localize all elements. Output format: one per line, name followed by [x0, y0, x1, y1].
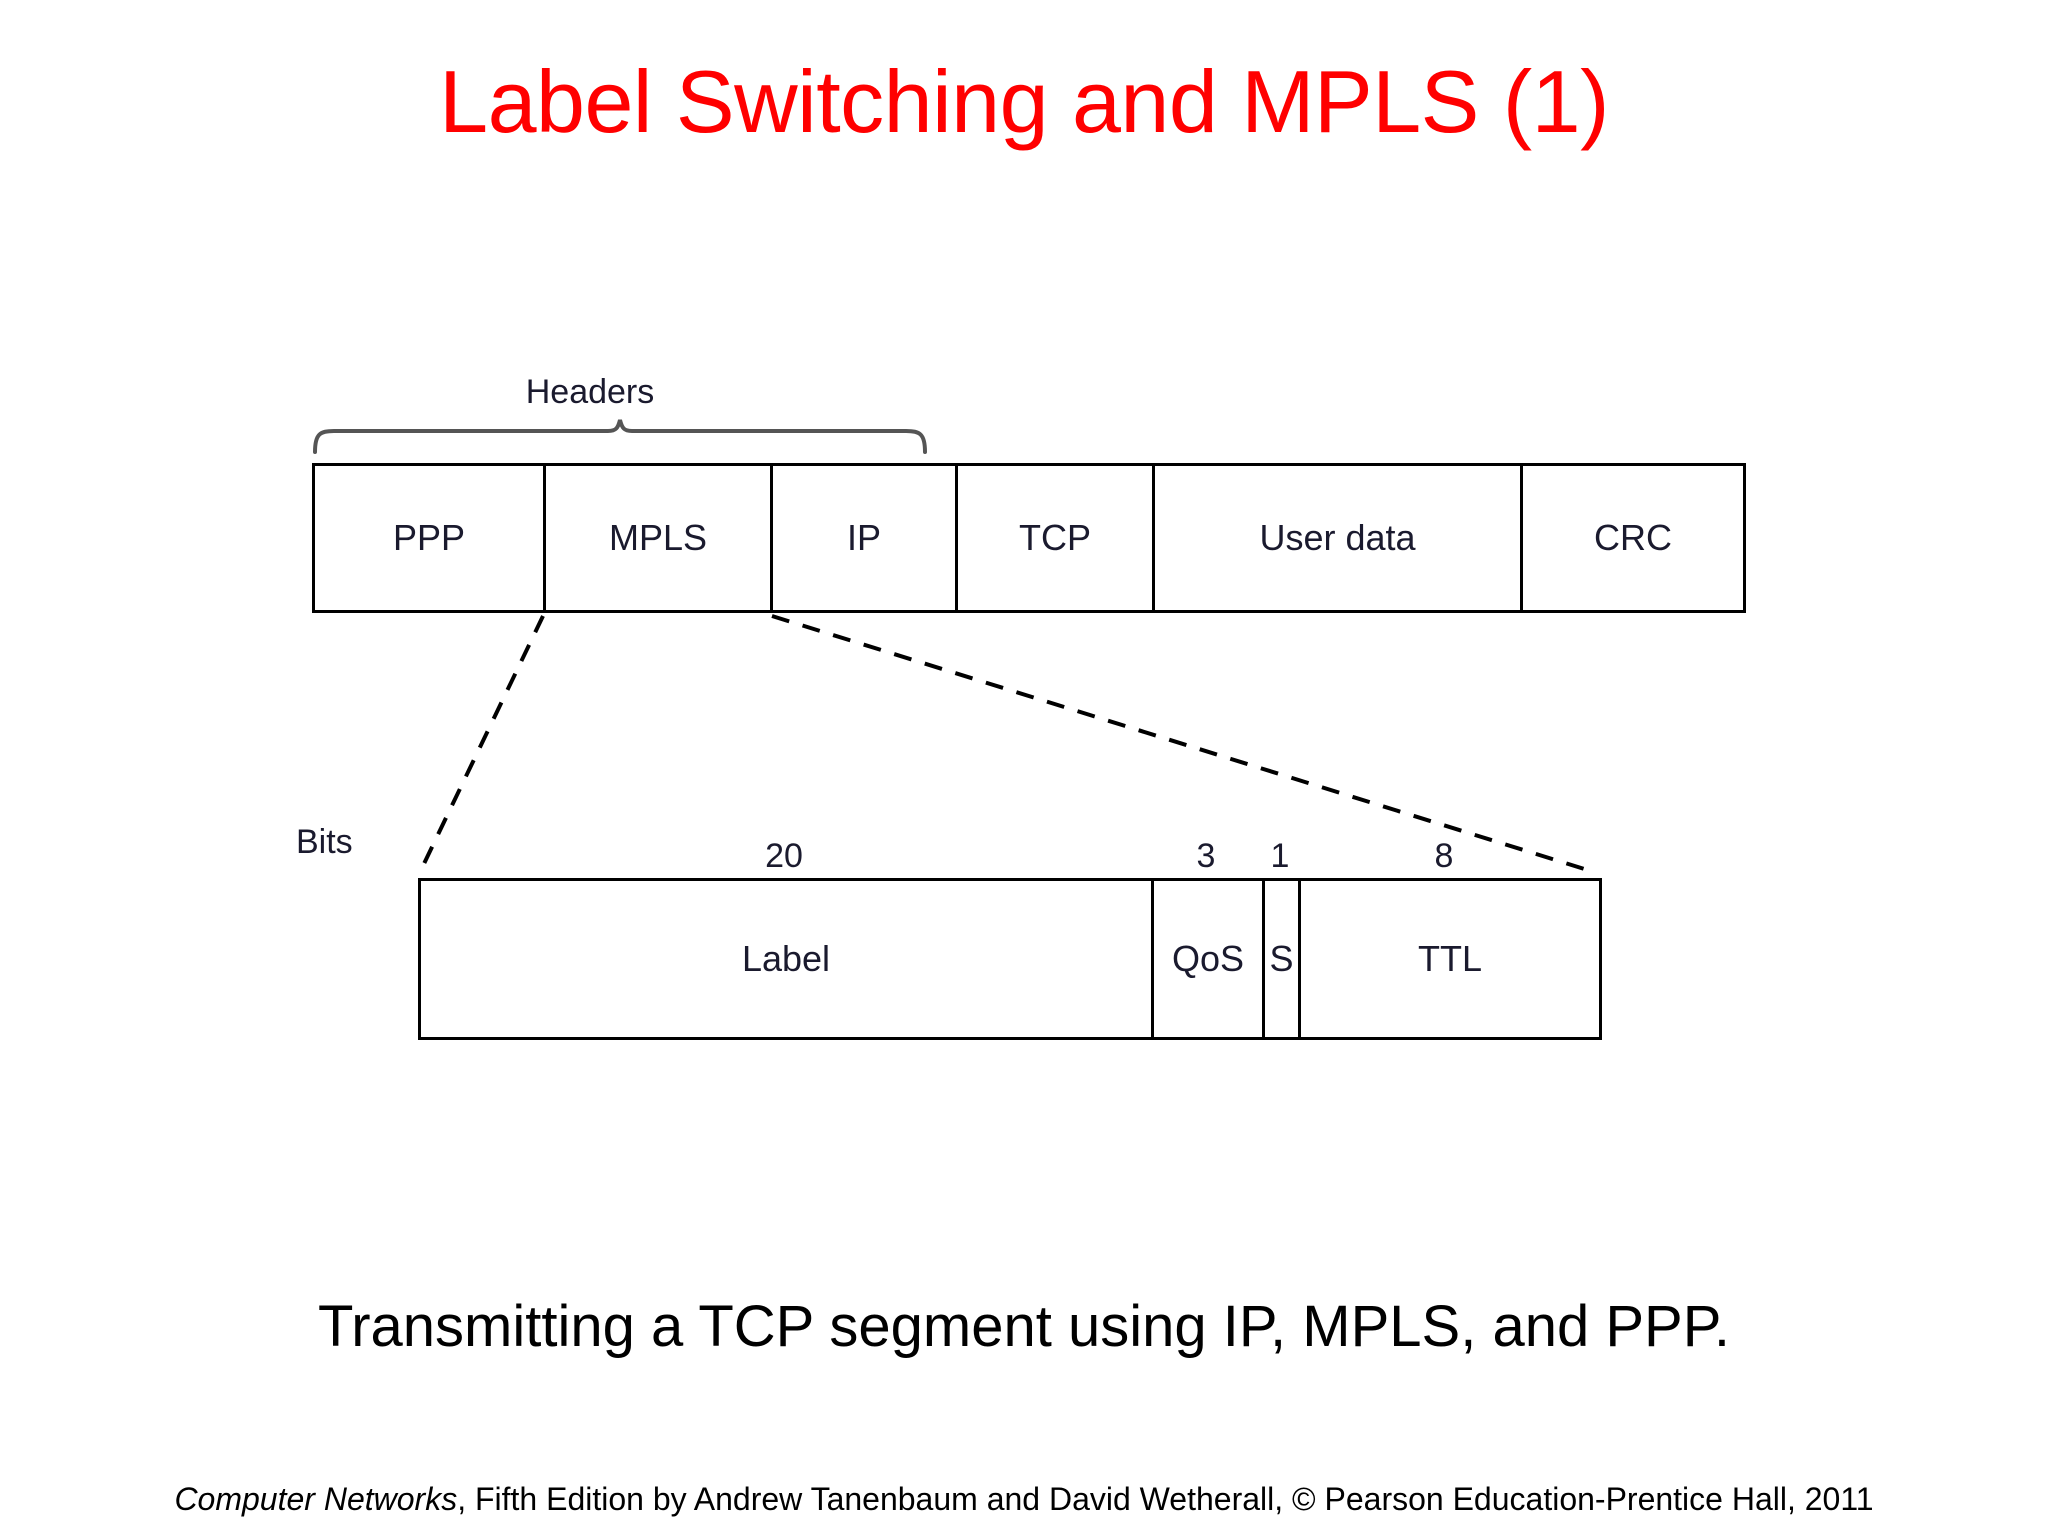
figure-caption: Transmitting a TCP segment using IP, MPL… — [317, 1294, 1731, 1359]
mpls-field-ttl-text: TTL — [1417, 938, 1482, 979]
mpls-field-s: S — [1265, 881, 1301, 1037]
headers-curly-brace-icon — [312, 418, 928, 454]
bit-width-label-20: 20 — [765, 837, 803, 875]
packet-field-user-data: User data — [1155, 466, 1523, 610]
copyright-footer: Computer Networks, Fifth Edition by Andr… — [0, 1478, 2048, 1520]
packet-encapsulation-diagram: Headers PPP MPLS IP TCP User data CRC Bi… — [296, 373, 1746, 1040]
bit-width-label-1: 1 — [1270, 837, 1290, 875]
mpls-field-s-text: S — [1269, 938, 1294, 979]
bits-axis-label: Bits — [296, 823, 353, 861]
packet-field-ip: IP — [773, 466, 958, 610]
packet-field-crc-label: CRC — [1594, 517, 1672, 558]
footer-book-title: Computer Networks — [174, 1481, 458, 1517]
mpls-header-field-row: Label QoS S TTL — [418, 878, 1602, 1040]
packet-field-mpls: MPLS — [546, 466, 773, 610]
packet-field-mpls-label: MPLS — [608, 517, 708, 558]
footer-attribution: , Fifth Edition by Andrew Tanenbaum and … — [457, 1481, 1874, 1517]
packet-field-ip-label: IP — [846, 517, 881, 558]
packet-field-tcp-label: TCP — [1019, 517, 1091, 558]
packet-field-ppp: PPP — [315, 466, 546, 610]
bit-width-label-8: 8 — [1434, 837, 1454, 875]
mpls-field-ttl: TTL — [1301, 881, 1599, 1037]
packet-field-row: PPP MPLS IP TCP User data CRC — [312, 463, 1746, 613]
packet-field-ppp-label: PPP — [392, 517, 466, 558]
bit-width-label-3: 3 — [1196, 837, 1216, 875]
mpls-field-qos-text: QoS — [1171, 938, 1245, 979]
headers-bracket-label: Headers — [525, 373, 655, 411]
mpls-field-qos: QoS — [1154, 881, 1265, 1037]
packet-field-tcp: TCP — [958, 466, 1155, 610]
packet-field-crc: CRC — [1523, 466, 1743, 610]
page-title: Label Switching and MPLS (1) — [439, 52, 1609, 151]
packet-field-user-data-label: User data — [1259, 517, 1416, 558]
mpls-field-label-text: Label — [741, 938, 831, 979]
mpls-field-label: Label — [421, 881, 1154, 1037]
